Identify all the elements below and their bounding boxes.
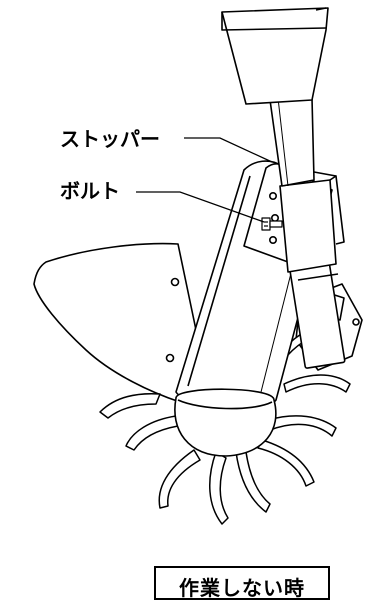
bolt-label: ボルト	[60, 179, 120, 203]
tine-cover	[33, 242, 197, 403]
bolt-icon	[261, 217, 283, 231]
bolt-leader	[136, 191, 265, 223]
stopper-leader	[184, 137, 273, 163]
cover-hole-icon	[170, 277, 180, 287]
mast-clamp	[279, 179, 337, 273]
caption-text: 作業しない時	[179, 576, 305, 600]
engine-mount	[221, 7, 329, 105]
bracket-hole-icon	[268, 192, 277, 201]
stopper-label: ストッパー	[60, 127, 160, 151]
caption-box: 作業しない時	[154, 566, 330, 600]
tines	[99, 325, 351, 525]
